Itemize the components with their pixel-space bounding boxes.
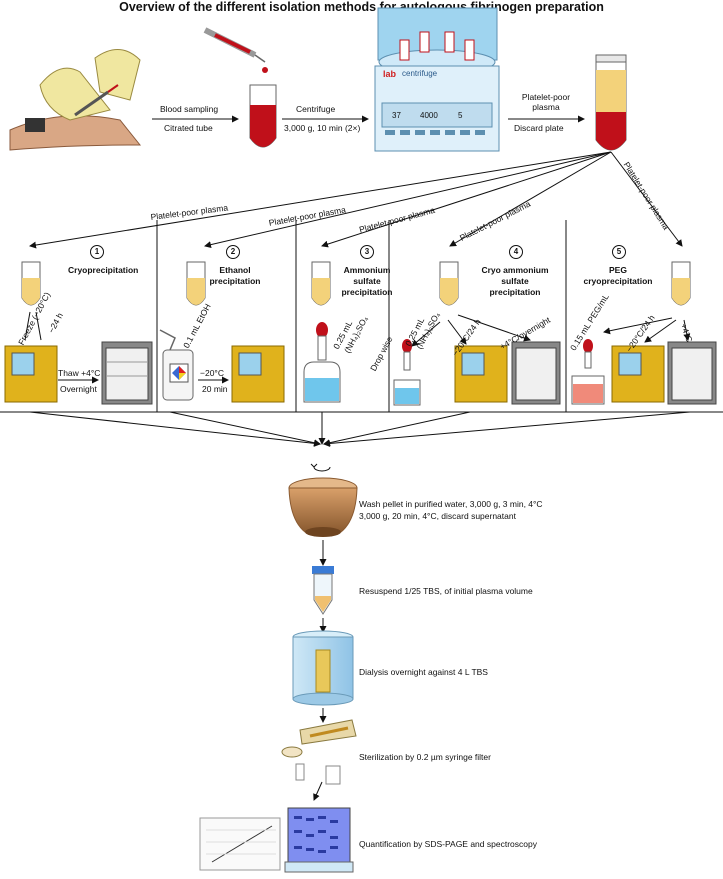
ppp-label-line1: Platelet-poor (521, 92, 571, 102)
separated-plasma-tube (595, 54, 627, 151)
dialysis-beaker-illustration (292, 630, 354, 706)
sds-page-illustration (199, 807, 354, 873)
method-plasma-tubes (21, 261, 691, 306)
syringe-filter-illustration (281, 719, 357, 785)
step-5: Quantification by SDS-PAGE and spectrosc… (359, 839, 537, 849)
converging-arrows (29, 411, 691, 447)
method-name-3-line2: sulfate (353, 276, 381, 286)
wash-pellet-illustration (288, 477, 358, 537)
step-4: Sterilization by 0.2 µm syringe filter (359, 752, 491, 762)
blood-sampling-label: Blood sampling (160, 104, 219, 114)
syringe-and-citrated-tube (203, 27, 277, 148)
centrifuge-params: 3,000 g, 10 min (2×) (284, 123, 361, 133)
step-1-line2: 3,000 g, 20 min, 4°C, discard supernatan… (359, 511, 516, 521)
method-name-5-line1: PEG (609, 265, 627, 275)
citrated-tube-label: Citrated tube (164, 123, 213, 133)
m2-temp: −20°C (200, 368, 224, 378)
method4-equipment (393, 339, 561, 406)
centrifuge-label: Centrifuge (296, 104, 336, 114)
method2-equipment (159, 329, 285, 403)
method-number-2: 2 (226, 245, 240, 259)
method3-equipment (303, 322, 341, 403)
step-2: Resuspend 1/25 TBS, of initial plasma vo… (359, 586, 533, 596)
branch-arrows (29, 151, 683, 249)
m2-time: 20 min (202, 384, 228, 394)
ppp-label-line2: plasma (532, 102, 560, 112)
resuspend-tube-illustration (312, 566, 334, 615)
m1-overnight: Overnight (60, 384, 97, 394)
method-name-1: Cryoprecipitation (68, 265, 139, 275)
method-name-2-line2: precipitation (209, 276, 261, 286)
method-number-4: 4 (509, 245, 523, 259)
method-name-4-line3: precipitation (489, 287, 541, 297)
method-name-3-line3: precipitation (341, 287, 393, 297)
centrifuge-model: centrifuge (402, 69, 438, 78)
centrifuge-brand: lab (383, 69, 397, 79)
m1-thaw: Thaw +4°C (58, 368, 101, 378)
step-3: Dialysis overnight against 4 L TBS (359, 667, 488, 677)
centrifuge-display-3: 5 (458, 111, 463, 120)
step-1-line1: Wash pellet in purified water, 3,000 g, … (359, 499, 543, 509)
method-name-2-line1: Ethanol (219, 265, 251, 275)
method1-equipment (4, 341, 153, 405)
method-number-5: 5 (612, 245, 626, 259)
method-name-3-line1: Ammonium (343, 265, 391, 275)
discard-plate-label: Discard plate (514, 123, 564, 133)
centrifuge-display-2: 4000 (420, 111, 438, 120)
rotate-icon (310, 463, 331, 472)
method-name-5-line2: cryoprecipitation (583, 276, 653, 286)
method-number-3: 3 (360, 245, 374, 259)
centrifuge-illustration (374, 7, 500, 152)
method5-equipment (571, 339, 717, 405)
blood-sampling-illustration (9, 49, 142, 151)
method-name-4-line2: sulfate (501, 276, 529, 286)
method-number-1: 1 (90, 245, 104, 259)
centrifuge-display-1: 37 (392, 111, 401, 120)
method-name-4-line1: Cryo ammonium (481, 265, 549, 275)
